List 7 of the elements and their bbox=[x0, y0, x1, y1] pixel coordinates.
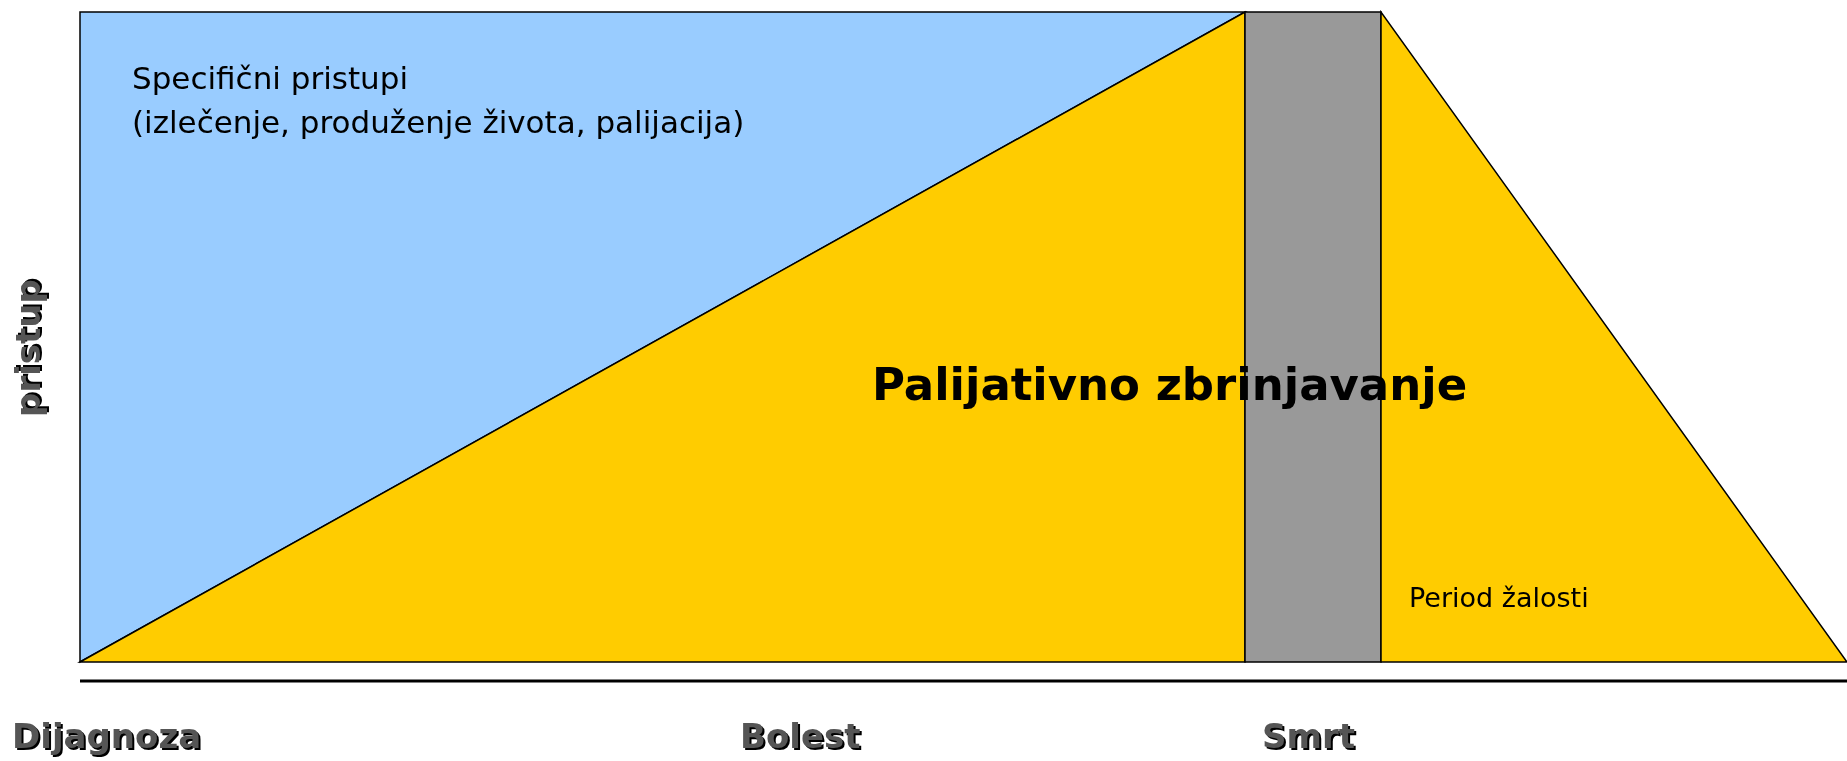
axis-label: Bolest bbox=[740, 716, 861, 756]
area-label: (izlečenje, produženje života, palijacija) bbox=[132, 104, 745, 140]
axis-title: pristup bbox=[8, 279, 48, 417]
area-label: Specifični pristupi bbox=[132, 60, 409, 96]
axis-label: Smrt bbox=[1262, 716, 1355, 756]
axis-label: Dijagnoza bbox=[12, 716, 202, 756]
area-label: Period žalosti bbox=[1409, 582, 1589, 613]
